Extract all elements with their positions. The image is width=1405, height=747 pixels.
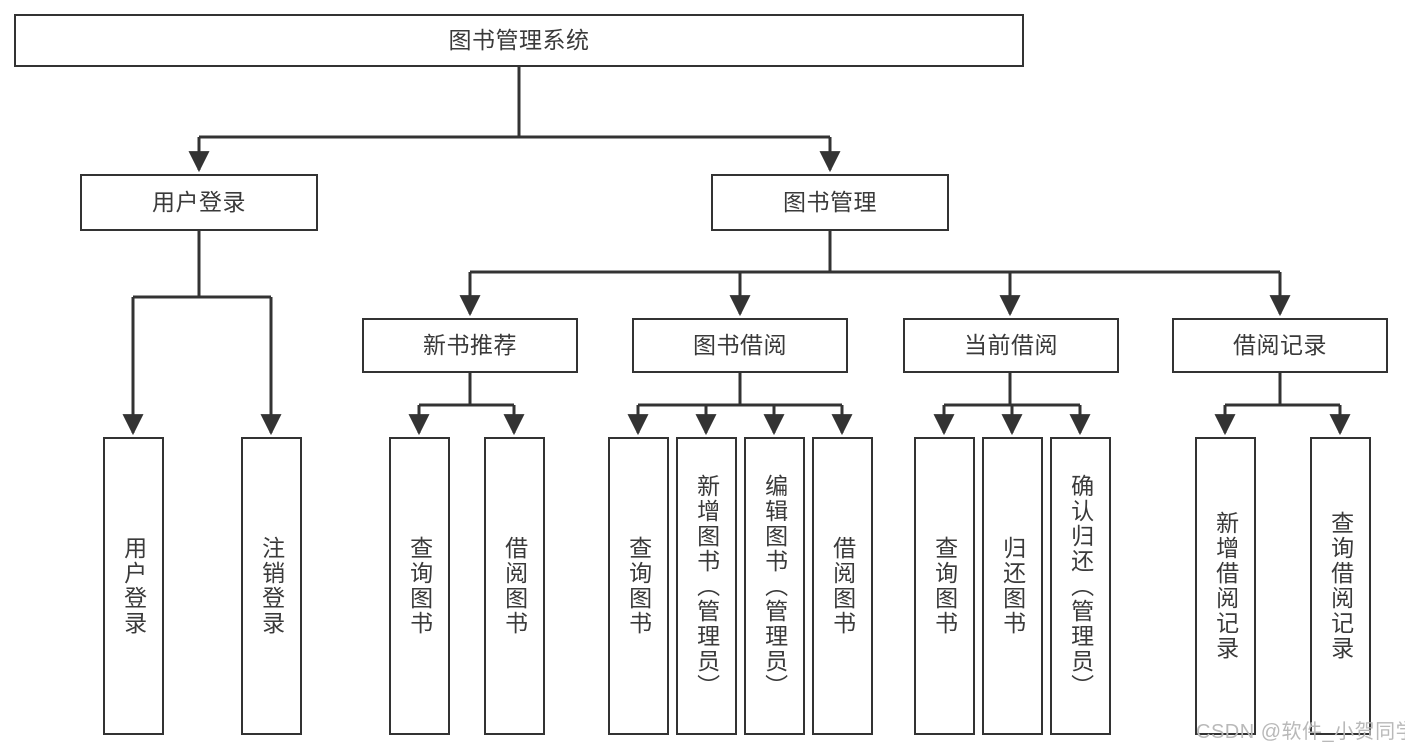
node-label: 借阅图书 [829,536,856,636]
node-label: 当前借阅 [964,331,1058,358]
node-label: 查询图书 [625,536,652,636]
node-label: 图书管理系统 [448,26,590,53]
leaf-records-add-record[interactable]: 新增借阅记录 [1195,437,1256,735]
node-label: 用户登录 [120,536,147,636]
leaf-user-login-logout[interactable]: 注销登录 [241,437,302,735]
node-label: 图书管理 [783,188,877,215]
leaf-current-confirm-return-admin[interactable]: 确认归还（管理员） [1050,437,1111,735]
node-label: 用户登录 [152,188,246,215]
leaf-current-return-book[interactable]: 归还图书 [982,437,1043,735]
node-label: 归还图书 [999,536,1026,636]
node-label: 新增借阅记录 [1212,511,1239,661]
leaf-current-query-book[interactable]: 查询图书 [914,437,975,735]
node-new-book-recommend[interactable]: 新书推荐 [362,318,578,373]
node-book-management[interactable]: 图书管理 [711,174,949,231]
node-label: 借阅记录 [1233,331,1327,358]
node-book-borrow[interactable]: 图书借阅 [632,318,848,373]
node-user-login[interactable]: 用户登录 [80,174,318,231]
leaf-borrow-add-book-admin[interactable]: 新增图书（管理员） [676,437,737,735]
node-label: 查询借阅记录 [1327,511,1354,661]
leaf-borrow-borrow-book[interactable]: 借阅图书 [812,437,873,735]
node-label: 确认归还（管理员） [1067,473,1094,699]
node-label: 查询图书 [931,536,958,636]
node-root-book-management-system[interactable]: 图书管理系统 [14,14,1024,67]
leaf-borrow-query-book[interactable]: 查询图书 [608,437,669,735]
leaf-new-book-query[interactable]: 查询图书 [389,437,450,735]
node-label: 查询图书 [406,536,433,636]
leaf-records-query-record[interactable]: 查询借阅记录 [1310,437,1371,735]
node-label: 注销登录 [258,536,285,636]
node-current-borrow[interactable]: 当前借阅 [903,318,1119,373]
node-label: 新书推荐 [423,331,517,358]
node-label: 借阅图书 [501,536,528,636]
leaf-new-book-borrow[interactable]: 借阅图书 [484,437,545,735]
node-label: 新增图书（管理员） [693,473,720,699]
leaf-user-login-login[interactable]: 用户登录 [103,437,164,735]
node-label: 编辑图书（管理员） [761,473,788,699]
node-borrow-records[interactable]: 借阅记录 [1172,318,1388,373]
node-label: 图书借阅 [693,331,787,358]
leaf-borrow-edit-book-admin[interactable]: 编辑图书（管理员） [744,437,805,735]
